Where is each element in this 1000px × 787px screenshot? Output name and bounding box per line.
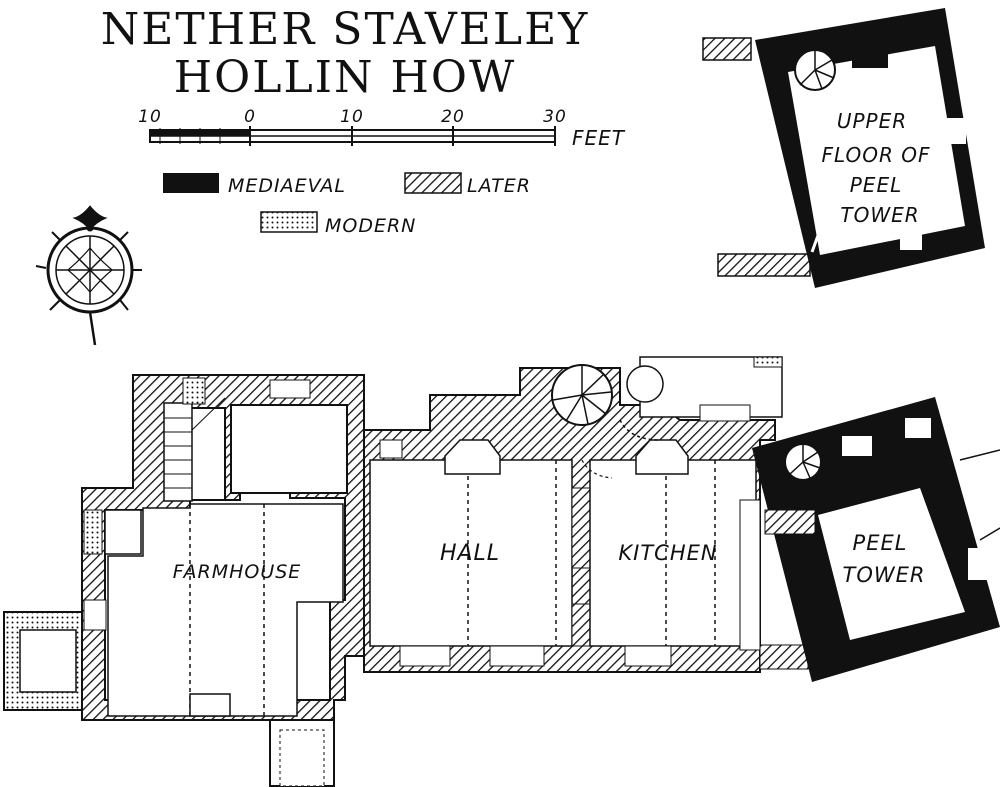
- kitchen-room: [589, 459, 757, 647]
- legend-label-later: LATER: [467, 175, 531, 197]
- room-label-kitchen: KITCHEN: [618, 541, 717, 565]
- title-line-2: HOLLIN HOW: [174, 52, 516, 103]
- scale-tick-label: 10: [138, 107, 162, 127]
- ground-floor-plan: FARMHOUSE HALL KITCHEN PEEL TOWER: [3, 356, 1000, 787]
- staircase-icon: [163, 397, 226, 502]
- inset-label: UPPER: [837, 109, 907, 133]
- inset-label: TOWER: [840, 203, 919, 227]
- room-label-farmhouse: FARMHOUSE: [173, 561, 302, 583]
- legend-swatch-modern: [260, 211, 318, 233]
- modern-annex: [3, 611, 87, 711]
- scale-tick-label: 0: [244, 107, 256, 127]
- scale-tick-label: 10: [340, 107, 364, 127]
- compass-rose-icon: [35, 205, 142, 346]
- scale-tick-label: 30: [543, 107, 567, 127]
- scale-tick-label: 20: [441, 107, 465, 127]
- room-label-hall: HALL: [440, 541, 500, 566]
- title-line-1: NETHER STAVELEY: [101, 4, 590, 55]
- hall-room: [369, 459, 573, 647]
- upper-floor-inset: UPPER FLOOR OF PEEL TOWER: [702, 8, 985, 288]
- legend-swatch-later: [404, 172, 462, 194]
- inset-label: FLOOR OF: [821, 143, 930, 167]
- scale-unit: FEET: [572, 126, 626, 150]
- spiral-stair-icon: [551, 364, 613, 426]
- legend-label-mediaeval: MEDIAEVAL: [228, 175, 346, 197]
- legend-swatch-mediaeval: [163, 173, 219, 193]
- legend-label-modern: MODERN: [325, 215, 416, 237]
- room-label-peel-tower: PEEL: [853, 531, 908, 555]
- legend: MEDIAEVAL LATER MODERN: [163, 172, 531, 237]
- inset-label: PEEL: [850, 173, 902, 197]
- scale-bar: 10 0 10 20 30 FEET: [138, 107, 626, 150]
- peel-tower: [752, 397, 1000, 682]
- room-label-peel-tower: TOWER: [843, 563, 926, 587]
